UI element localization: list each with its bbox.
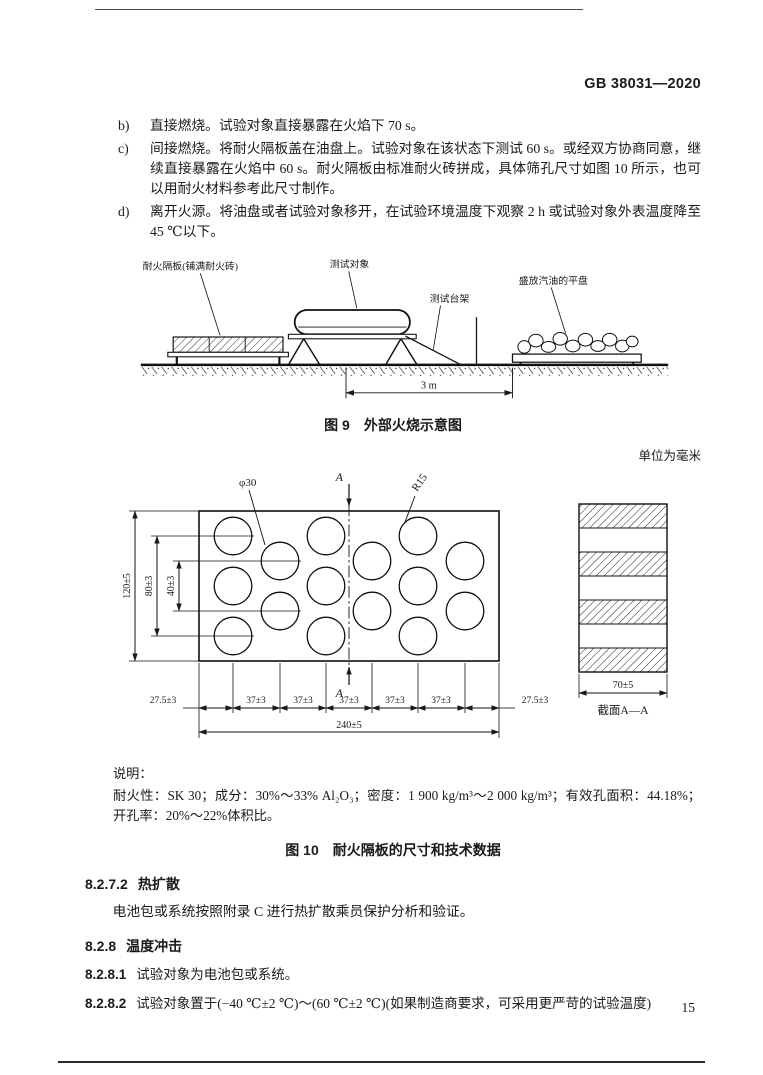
list-item-text: 离开火源。将油盘或者试验对象移开，在试验环境温度下观察 2 h 或试验对象外表温… xyxy=(150,204,701,239)
dim-label: 27.5±3 xyxy=(150,696,177,706)
list-item-marker: c) xyxy=(118,141,129,156)
dim-label: 37±3 xyxy=(246,696,266,706)
height-inner-rows-label: 40±3 xyxy=(166,576,177,597)
dim-label: 37±3 xyxy=(339,696,359,706)
clause-8281: 8.2.8.1 试验对象为电池包或系统。 xyxy=(85,965,701,985)
figure9-callouts: 耐火隔板(铺满耐火砖) 测试对象 测试台架 盛放汽油的平盘 xyxy=(143,258,588,350)
test-object-label: 测试对象 xyxy=(330,258,370,271)
distance-dimension: 3 m xyxy=(345,367,513,399)
width-total-label: 240±5 xyxy=(336,720,362,731)
clause-number: 8.2.8.2 xyxy=(85,996,127,1011)
clause-text: 试验对象置于(−40 ℃±2 ℃)～(60 ℃±2 ℃)(如果制造商要求，可采用… xyxy=(136,996,652,1011)
clause-list: b) 直接燃烧。试验对象直接暴露在火焰下 70 s。 c) 间接燃烧。将耐火隔板… xyxy=(85,116,701,242)
ground-line xyxy=(140,363,669,380)
figure10-svg: A A φ30 R15 xyxy=(122,470,668,738)
section-caption: 截面A—A xyxy=(597,703,649,717)
figure-notes: 说明： 耐火性：SK 30；成分：30%～33% Al₂O₃；密度：1 900 … xyxy=(113,764,701,826)
list-item-text: 直接燃烧。试验对象直接暴露在火焰下 70 s。 xyxy=(150,118,425,133)
section-width-label: 70±5 xyxy=(613,680,634,691)
page-content: GB 38031—2020 b) 直接燃烧。试验对象直接暴露在火焰下 70 s。… xyxy=(85,76,701,1014)
gasoline-pan-label: 盛放汽油的平盘 xyxy=(519,274,588,287)
section-line: A A xyxy=(335,470,352,700)
height-total-label: 120±5 xyxy=(122,573,133,599)
test-bench-label: 测试台架 xyxy=(430,292,470,305)
list-item-marker: b) xyxy=(118,118,130,133)
units-note: 单位为毫米 xyxy=(638,449,701,463)
dim-label: 37±3 xyxy=(293,696,313,706)
distance-label: 3 m xyxy=(421,380,437,391)
figure9-caption: 图 9 外部火烧示意图 xyxy=(324,417,462,433)
standard-number: GB 38031—2020 xyxy=(584,76,701,92)
dim-label: 37±3 xyxy=(385,696,405,706)
scan-artifact-bottom xyxy=(58,1061,705,1063)
gasoline-pan xyxy=(511,332,642,365)
section-view: 70±5 截面A—A xyxy=(578,503,668,717)
height-outer-rows-label: 80±3 xyxy=(144,576,155,597)
horizontal-dimensions: 27.5±3 37±3 37±3 37±3 37±3 37±3 27.5±3 2… xyxy=(150,663,549,738)
list-item: c) 间接燃烧。将耐火隔板盖在油盘上。试验对象在该状态下测试 60 s。或经双方… xyxy=(118,139,701,199)
figure10-caption: 图 10 耐火隔板的尺寸和技术数据 xyxy=(285,842,501,858)
list-item-marker: d) xyxy=(118,204,130,219)
section-title: 温度冲击 xyxy=(126,938,183,954)
fillet-radius-label: R15 xyxy=(410,471,431,493)
section-number: 8.2.8 xyxy=(85,938,117,954)
fire-partition-stand xyxy=(167,336,289,365)
section-title: 热扩散 xyxy=(137,876,180,892)
notes-label: 说明： xyxy=(113,766,153,781)
notes-text: 耐火性：SK 30；成分：30%～33% Al₂O₃；密度：1 900 kg/m… xyxy=(113,788,701,823)
figure10-diagram: A A φ30 R15 xyxy=(99,466,701,756)
page-number: 15 xyxy=(681,1000,696,1015)
hole-callouts: φ30 R15 xyxy=(239,471,431,546)
dim-label: 27.5±3 xyxy=(522,696,549,706)
scan-artifact-top xyxy=(95,9,583,10)
section-heading-8272: 8.2.7.2 热扩散 xyxy=(85,874,701,894)
list-item-text: 间接燃烧。将耐火隔板盖在油盘上。试验对象在该状态下测试 60 s。或经双方协商同… xyxy=(150,141,701,196)
figure9-svg: 3 m 耐火隔板(铺满耐火砖) 测试对象 测试台架 盛放汽油的平盘 xyxy=(140,258,669,399)
vertical-dimensions: 120±5 80±3 40±3 xyxy=(122,510,301,662)
section-number: 8.2.7.2 xyxy=(85,876,128,892)
figure9-diagram: 3 m 耐火隔板(铺满耐火砖) 测试对象 测试台架 盛放汽油的平盘 xyxy=(130,256,701,409)
list-item: d) 离开火源。将油盘或者试验对象移开，在试验环境温度下观察 2 h 或试验对象… xyxy=(118,202,701,242)
clause-text: 试验对象为电池包或系统。 xyxy=(136,967,299,982)
section-heading-828: 8.2.8 温度冲击 xyxy=(85,936,701,956)
section-letter-bottom: A xyxy=(335,686,344,700)
paragraph-8272: 电池包或系统按照附录 C 进行热扩散乘员保护分析和验证。 xyxy=(112,904,474,919)
hole-diameter-label: φ30 xyxy=(239,477,257,489)
dim-label: 37±3 xyxy=(431,696,451,706)
list-item: b) 直接燃烧。试验对象直接暴露在火焰下 70 s。 xyxy=(118,116,701,136)
clause-number: 8.2.8.1 xyxy=(85,967,127,982)
test-object-and-bench xyxy=(287,309,478,366)
section-letter-top: A xyxy=(335,470,344,484)
clause-8282: 8.2.8.2 试验对象置于(−40 ℃±2 ℃)～(60 ℃±2 ℃)(如果制造… xyxy=(85,994,701,1014)
fire-partition-label: 耐火隔板(铺满耐火砖) xyxy=(143,260,238,273)
